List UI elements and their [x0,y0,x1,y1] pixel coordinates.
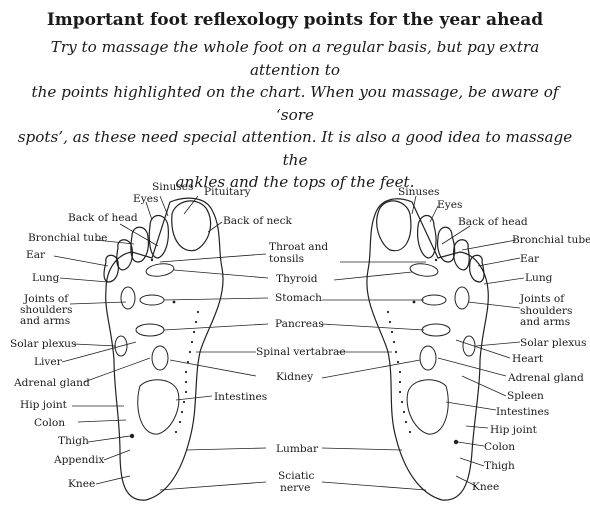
right-big-toe [376,200,412,252]
label-thigh-right: Thigh [484,460,515,472]
label-solar-plexus-left: Solar plexus [10,338,76,350]
label-solar-plexus-right: Solar plexus [520,337,586,349]
left-toe-3 [130,226,149,263]
left-toe-2 [148,214,169,259]
right-lung-zone [454,286,470,310]
label-ear-left: Ear [26,249,46,261]
right-thyroid-zone [409,263,439,277]
label-liver: Liver [34,356,63,368]
label-knee-left: Knee [68,478,95,490]
label-hip-joint-left: Hip joint [20,399,68,411]
right-kidney-zone [419,345,437,371]
label-sciatic-left-2: nerve [280,482,310,494]
label-heart: Heart [512,353,544,365]
label-bronchial-tube-left: Bronchial tube [28,232,107,244]
label-spinal-vertebrae: Spinal vertabrae [256,346,346,358]
right-toe-4 [453,239,470,271]
label-hip-joint-right: Hip joint [490,424,538,436]
label-throat-left-2: tonsils [269,253,304,265]
left-thyroid-zone [145,263,175,277]
label-sinuses-left: Sinuses [152,181,193,193]
label-eyes-right: Eyes [437,199,462,211]
left-big-toe [171,200,211,252]
label-adrenal-gland-left: Adrenal gland [13,377,90,389]
label-colon-left: Colon [34,417,65,429]
label-sciatic-left-1: Sciatic [278,470,315,482]
label-lumbar-left: Lumbar [276,443,319,455]
left-lung-zone [120,286,136,310]
label-joints-left-2: shoulders [20,304,72,316]
label-back-of-head-right: Back of head [458,216,528,228]
label-thigh-left: Thigh [58,435,89,447]
label-pituitary-left: Pituitary [204,186,251,198]
intro-line: Try to massage the whole foot on a regul… [50,38,540,79]
label-intestines-right: Intestines [496,406,549,418]
page-title: Important foot reflexology points for th… [46,10,544,30]
label-eyes-left: Eyes [133,193,158,205]
label-adrenal-gland-right: Adrenal gland [507,372,584,384]
label-joints-right-2: shoulders [520,305,572,317]
right-toe-5 [469,254,485,283]
label-lung-right: Lung [525,272,553,284]
label-joints-right-3: and arms [520,316,570,328]
left-stomach-zone [139,294,165,306]
label-pancreas-left: Pancreas [275,318,324,330]
intro-line: ankles and the tops of the feet. [175,173,415,191]
left-kidney-zone [151,345,169,371]
right-foot [321,195,525,501]
label-lung-left: Lung [32,272,60,284]
intro-line: spots’, as these need special attention.… [17,128,573,169]
label-joints-right-1: Joints of [519,293,565,305]
label-back-of-head-left: Back of head [68,212,138,224]
label-bronchial-tube-right: Bronchial tube [512,234,590,246]
left-foot-outline [105,197,224,501]
label-spleen: Spleen [507,390,544,402]
right-foot-outline [366,198,489,501]
label-joints-left-3: and arms [20,315,70,327]
left-toe-5 [103,254,119,283]
label-intestines-left: Intestines [214,391,267,403]
label-sinuses-right: Sinuses [398,186,439,198]
label-stomach-left: Stomach [275,292,322,304]
label-kidney-left: Kidney [276,371,313,383]
right-intestines-zone [406,379,449,435]
intro-text: Try to massage the whole foot on a regul… [14,36,576,194]
right-toe-3 [437,226,456,263]
right-pancreas-zone [421,323,451,337]
label-knee-right: Knee [472,481,499,493]
left-foot [53,195,269,501]
left-toe-4 [116,239,133,271]
label-thyroid-left: Thyroid [276,273,318,285]
right-stomach-zone [421,294,447,306]
left-pancreas-zone [135,323,165,337]
label-back-of-neck-left: Back of neck [223,215,293,227]
label-ear-right: Ear [520,253,540,265]
label-throat-left-1: Throat and [269,241,328,253]
right-toe-2 [417,214,437,259]
left-intestines-zone [137,379,180,435]
label-appendix: Appendix [53,454,104,466]
label-joints-left-1: Joints of [23,293,69,305]
intro-line: the points highlighted on the chart. Whe… [31,83,559,124]
label-colon-right: Colon [484,441,515,453]
